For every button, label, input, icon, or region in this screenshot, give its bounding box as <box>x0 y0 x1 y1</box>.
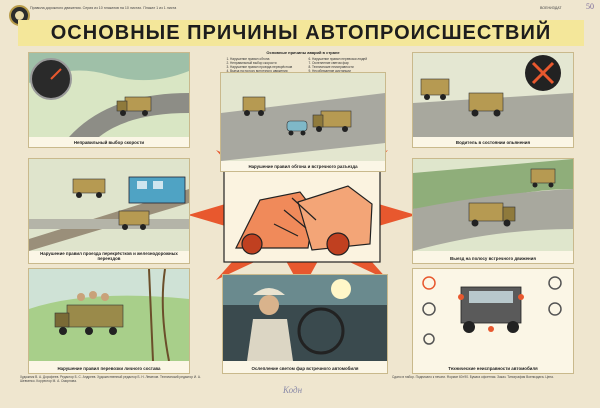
panel-glare: Ослепление светом фар встречного автомоб… <box>222 274 388 374</box>
stamp: 50 <box>586 2 594 11</box>
legend-heading: Основные причины аварий в стране <box>266 50 340 55</box>
footer-left: Художник В. А. Дорофеев. Редактор Б. С. … <box>20 375 201 383</box>
title-banner: Основные причины автопроисшествий <box>18 20 584 46</box>
panel-caption: Выезд на полосу встречного движения <box>450 256 536 261</box>
panel-speed: Неправильный выбор скорости <box>28 52 190 148</box>
legend-item: Нарушение правил перевозки людей <box>312 57 386 61</box>
panel-drunk: Водитель в состоянии опьянения <box>412 52 574 148</box>
panel-caption: Нарушение правил перевозки личного соста… <box>57 366 161 371</box>
legend-item: Ослепление светом фар <box>312 61 386 65</box>
series-text: Правила дорожного движения. Серия из 10 … <box>30 6 177 10</box>
technical-scene <box>413 269 573 361</box>
speed-scene <box>29 53 189 137</box>
panel-caption: Неправильный выбор скорости <box>73 140 145 145</box>
legend-item: Несоблюдение дистанции <box>312 69 386 73</box>
people-scene <box>29 269 189 361</box>
railway-scene <box>29 159 189 251</box>
legend-item: Нарушение правил обгона <box>230 57 304 61</box>
panel-caption: Нарушение правил обгона и встречного раз… <box>248 164 358 169</box>
panel-overtake: Нарушение правил обгона и встречного раз… <box>220 72 386 172</box>
panel-oncoming: Выезд на полосу встречного движения <box>412 158 574 264</box>
glare-scene <box>223 275 387 361</box>
panel-technical: Технические неисправности автомобиля <box>412 268 574 374</box>
panel-caption: Ослепление светом фар встречного автомоб… <box>251 366 359 371</box>
panel-railway: Нарушение правил проезда перекрёстков и … <box>28 158 190 264</box>
legend-item: Нарушение правил проезда перекрёстков <box>230 65 304 69</box>
legend-item: Технические неисправности <box>312 65 386 69</box>
oncoming-scene <box>413 159 573 251</box>
collision-starburst <box>188 140 416 290</box>
publisher-tag: ВОЕНИЗДАТ <box>540 6 562 10</box>
panel-people: Нарушение правил перевозки личного соста… <box>28 268 190 374</box>
panel-caption: Нарушение правил проезда перекрёстков и … <box>40 251 178 261</box>
page-title: Основные причины автопроисшествий <box>50 22 552 44</box>
drunk-scene <box>413 53 573 137</box>
handwritten-note: Кодн <box>283 385 303 395</box>
legend-item: Неправильный выбор скорости <box>230 61 304 65</box>
panel-caption: Водитель в состоянии опьянения <box>455 140 531 145</box>
footer-right: Сдано в набор. Подписано к печати. Форма… <box>392 375 554 379</box>
panel-caption: Технические неисправности автомобиля <box>448 366 538 371</box>
legend-item: Выезд на полосу встречного движения <box>230 69 304 73</box>
overtake-scene <box>221 73 385 161</box>
